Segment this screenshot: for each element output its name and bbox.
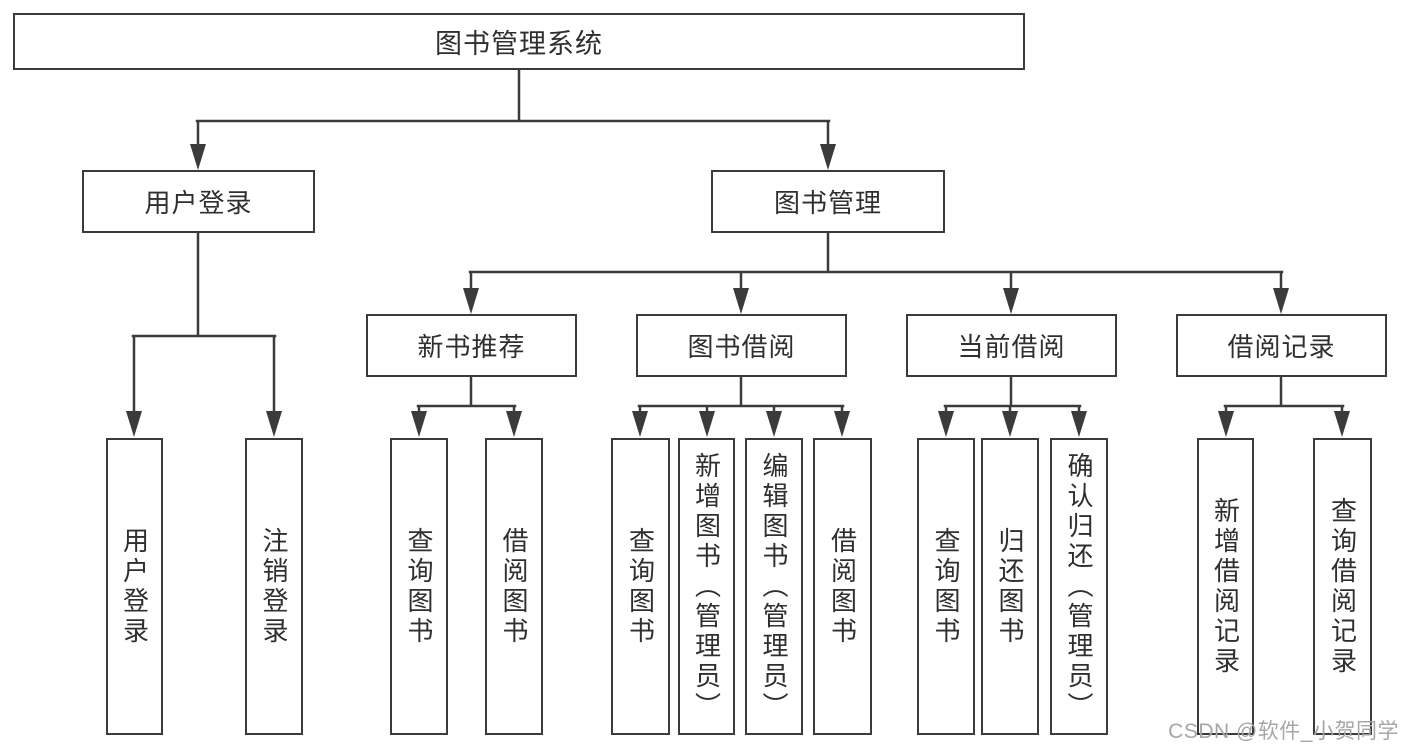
arrow-down-icon [1334, 411, 1350, 437]
leaf-query-books-borrow: 查询图书 [611, 438, 670, 735]
arrow-down-icon [632, 411, 648, 437]
arrowhead-icons [126, 144, 1350, 437]
leaf-query-borrow-record: 查询借阅记录 [1313, 438, 1372, 735]
arrow-down-icon [1002, 411, 1018, 437]
node-user-login: 用户登录 [82, 170, 315, 233]
node-library-management-system: 图书管理系统 [13, 13, 1025, 70]
arrow-down-icon [699, 411, 715, 437]
arrow-down-icon [733, 288, 749, 314]
node-borrow-records: 借阅记录 [1176, 314, 1387, 377]
arrow-down-icon [820, 144, 836, 170]
node-current-borrow: 当前借阅 [906, 314, 1117, 377]
arrow-down-icon [1003, 288, 1019, 314]
leaf-add-borrow-record: 新增借阅记录 [1197, 438, 1254, 735]
leaf-query-books-recommend: 查询图书 [390, 438, 448, 735]
arrow-down-icon [938, 411, 954, 437]
leaf-confirm-return-admin: 确认归还（管理员） [1050, 438, 1108, 735]
arrow-down-icon [1218, 411, 1234, 437]
tree-connector-path [131, 68, 1345, 415]
leaf-query-books-current: 查询图书 [917, 438, 975, 735]
arrow-down-icon [1273, 288, 1289, 314]
arrow-down-icon [506, 411, 522, 437]
leaf-logout: 注销登录 [245, 438, 303, 735]
csdn-watermark: CSDN @软件_小贺同学 [1168, 720, 1399, 743]
arrow-down-icon [834, 411, 850, 437]
leaf-user-login: 用户登录 [106, 438, 163, 735]
leaf-return-books: 归还图书 [981, 438, 1039, 735]
node-new-book-recommend: 新书推荐 [366, 314, 577, 377]
arrow-down-icon [463, 288, 479, 314]
arrow-down-icon [266, 411, 282, 437]
arrow-down-icon [411, 411, 427, 437]
arrow-down-icon [126, 411, 142, 437]
arrow-down-icon [1071, 411, 1087, 437]
leaf-edit-books-admin: 编辑图书（管理员） [745, 438, 803, 735]
arrow-down-icon [766, 411, 782, 437]
leaf-borrow-books-recommend: 借阅图书 [485, 438, 543, 735]
leaf-borrow-books: 借阅图书 [813, 438, 872, 735]
node-book-management: 图书管理 [711, 170, 945, 233]
node-book-borrow: 图书借阅 [636, 314, 847, 377]
leaf-add-books-admin: 新增图书（管理员） [678, 438, 735, 735]
arrow-down-icon [190, 144, 206, 170]
